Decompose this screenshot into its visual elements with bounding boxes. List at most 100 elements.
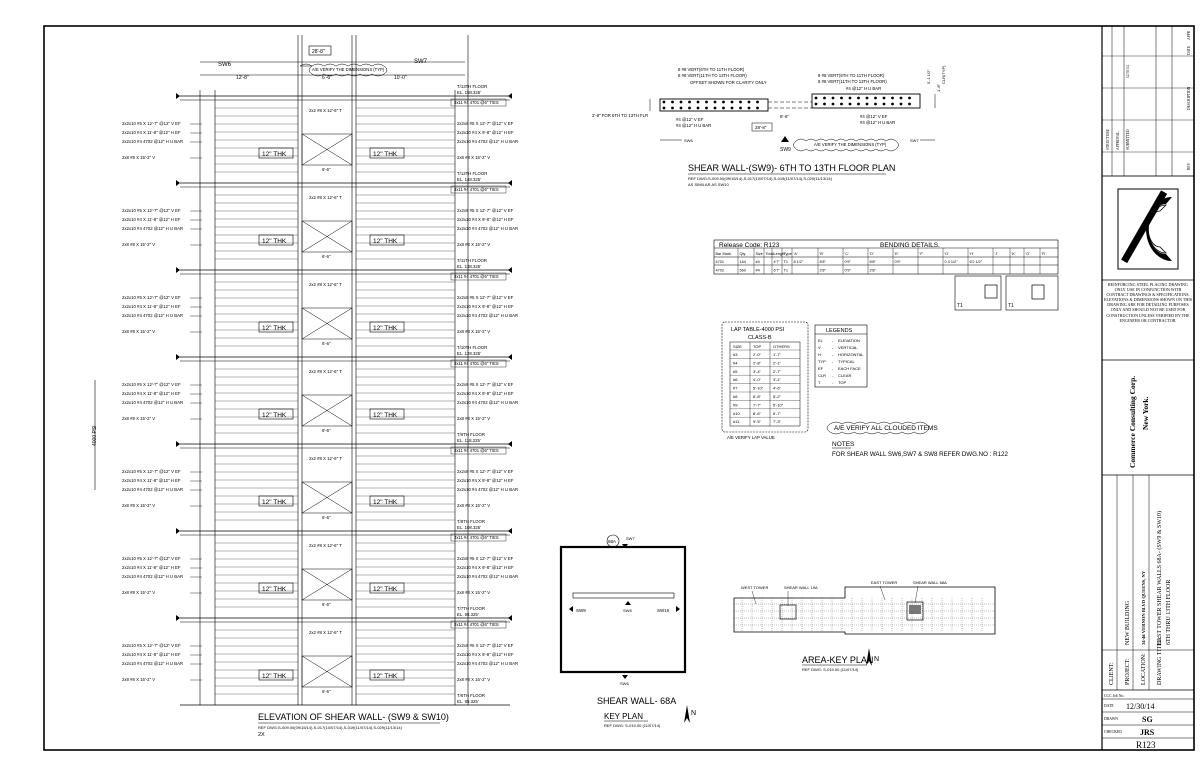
center-bar-note: 2x2 #8 X 12'-6" T <box>309 543 342 548</box>
bending-cell: 0 4 1/2" <box>945 260 959 264</box>
sw7-label: SW7 <box>414 59 428 65</box>
keyplan-title: SHEAR WALL- 68A <box>597 696 676 706</box>
right-rebar-note: 2x2x8 #5 X 12'-7" @12" V EF <box>457 121 514 126</box>
left-rebar-note: 2x2x10 #4 X 11'-8" @12" H EF <box>122 217 181 222</box>
left-rebar-note: 2x2x10 #5 X 12'-7" @12" V EF <box>122 208 181 213</box>
bending-cell: 0'9" <box>845 269 852 273</box>
right-rebar-note: 2x8 #8 X 15'-2" V <box>457 242 490 247</box>
right-rebar-note: 2x2x10 #4 X 9'-8" @12" H EF <box>457 217 514 222</box>
floor-elevation: EL. 128.325' <box>457 351 481 356</box>
bending-header: 'A' <box>794 252 798 256</box>
floor-elevation: EL. 118.325' <box>457 438 481 443</box>
plan-dim-2: 28'-8" <box>755 125 767 130</box>
thickness-label: 12" THK <box>262 412 287 419</box>
lap-cell: #8 <box>733 394 738 399</box>
lap-cell: 7'-7" <box>753 402 762 407</box>
lap-cell: #3 <box>733 352 738 357</box>
right-rebar-note: 2x2x8 #5 X 12'-7" @12" V EF <box>457 643 514 648</box>
lap-cell: #9 <box>733 402 738 407</box>
ties-note: 3x11 #4 4701 @6" TIES <box>454 187 499 192</box>
legend-meaning: CLEAR <box>838 373 851 378</box>
lap-header: TOP <box>753 344 761 349</box>
rev-date: 12/30/14 <box>1126 65 1130 78</box>
left-rebar-note: 2x2x10 #4 X 11'-8" @12" H EF <box>122 391 181 396</box>
left-rebar-note: 2x8 #8 X 15'-2" V <box>122 416 155 421</box>
bending-header: 'G' <box>945 252 950 256</box>
plan-note-right-2: 8 #8 VERT(11TH TO 13TH FLOOR) <box>818 79 887 84</box>
legend-dash: - <box>832 380 834 385</box>
right-rebar-note: 2x2x10 #4 X 9'-8" @12" H EF <box>457 565 514 570</box>
drawing-number: R123 <box>1136 740 1156 750</box>
left-rebar-note: 2x8 #8 X 15'-2" V <box>122 677 155 682</box>
bending-details-table: Release Code: R123 BENDING DETAILS. Bar … <box>713 239 1059 311</box>
thickness-label: 12" THK <box>373 586 398 593</box>
ties-note: 3x11 #4 4701 @6" TIES <box>454 274 499 279</box>
right-rebar-note: 2x2x8 #5 X 12'-7" @12" V EF <box>457 469 514 474</box>
thickness-label: 12" THK <box>262 673 287 680</box>
drawing-title: EAST TOWER SHEAR WALLS 68A- (SW9 & SW10) <box>1156 511 1163 645</box>
company-name: Commerce Consulting Corp. <box>1128 376 1137 468</box>
plan-dim-4: 5'-1 1/2" <box>926 69 931 84</box>
bending-cell: 6'2 1/2" <box>970 260 983 264</box>
right-rebar-note: 2x8 #8 X 15'-2" V <box>457 155 490 160</box>
area-key-plan: WEST TOWER SHEAR WALL 19A EAST TOWER SHE… <box>733 580 996 672</box>
bending-header: 'D' <box>870 252 874 256</box>
rev-description: SUBMITTED <box>1126 129 1130 150</box>
plan-sw7-tag: SW7 <box>910 138 919 143</box>
location-value: 34-46 VERNON BLVD QUEENS, NY <box>1141 570 1146 645</box>
lap-header: SIZE <box>733 344 742 349</box>
plan-title: SHEAR WALL-(SW9)- 6TH TO 13TH FLOOR PLAN <box>688 163 895 173</box>
keyplan-sw8: SW8 <box>623 608 632 613</box>
legend-abbr: EF <box>818 366 824 371</box>
center-bar-note: 2x2 #8 X 12'-6" T <box>309 282 342 287</box>
plan-note-1: 8 #8 VERT(6TH TO 11TH FLOOR) <box>678 67 745 72</box>
bending-header: 'F' <box>920 252 924 256</box>
legend-abbr: H <box>818 352 821 357</box>
lap-cell: #6 <box>733 377 738 382</box>
thickness-label: 12" THK <box>373 412 398 419</box>
floor-bay: 12" THK 12" THK 2x2 #8 X 12'-6" T 2x2x10 #5… <box>122 345 518 434</box>
area-west-tower: WEST TOWER <box>741 585 768 590</box>
right-rebar-note: 2x2x8 #5 X 12'-7" @12" V EF <box>457 208 514 213</box>
bending-cell: 2'8" <box>820 269 827 273</box>
plan-sw9-tag: SW9 <box>780 147 791 153</box>
opening-dim: 6'-6" <box>322 689 331 694</box>
plan-dim-5: CLR(TYP) <box>941 65 946 84</box>
project-name: NEW BUILDING <box>1125 600 1131 645</box>
bending-cell: 0'9" <box>895 260 902 264</box>
left-rebar-note: 2x2x10 #4 4702 @12" H U BAR <box>122 400 183 405</box>
left-rebar-note: 2x2x10 #5 X 12'-7" @12" V EF <box>122 121 181 126</box>
lap-cell: 2'-1" <box>773 360 782 365</box>
lap-cell: #7 <box>733 386 738 391</box>
areakey-ref: REF DWG: S-019.00 (11/07/14) <box>802 667 859 672</box>
bending-header: 'H' <box>970 252 974 256</box>
left-rebar-note: 2x2x10 #5 X 12'-7" @12" V EF <box>122 382 181 387</box>
floor-name: T/12TH FLOOR <box>457 171 487 176</box>
left-rebar-note: 2x2x10 #4 4702 @12" H U BAR <box>122 139 183 144</box>
lap-header: OTHERS <box>773 344 790 349</box>
bending-header: 'R' <box>1042 252 1046 256</box>
bending-cell: 560 <box>740 269 746 273</box>
center-bar-note: 2x2 #8 X 12'-6" T <box>309 369 342 374</box>
dim-left: 12'-8" <box>236 75 249 81</box>
center-bar-note: 2x2 #8 X 12'-6" T <box>309 108 342 113</box>
plan-similar: AS SIMILAR AS SW10 <box>688 182 729 187</box>
ties-note: 3x11 #4 4701 @6" TIES <box>454 448 499 453</box>
shear-wall-elevation: SW6 SW7 12'-8" 6'-6" 10'-0" 28'-8" A/E V… <box>92 35 518 738</box>
right-rebar-note: 2x2x10 #4 4702 @12" H U BAR <box>457 574 518 579</box>
bending-header: 'J' <box>995 252 999 256</box>
thickness-label: 12" THK <box>373 151 398 158</box>
dim-right: 10'-0" <box>394 75 407 81</box>
legend-dash: - <box>832 345 834 350</box>
center-bar-note: 2x2 #8 X 12'-6" T <box>309 456 342 461</box>
bending-cell: T1 <box>784 260 788 264</box>
floor-elevation: EL. 148.325' <box>457 177 481 182</box>
left-rebar-note: 2x8 #8 X 15'-2" V <box>122 242 155 247</box>
legend-abbr: TYP <box>818 359 826 364</box>
keyplan-sw10: SW10 <box>657 608 670 613</box>
lap-cell: 2'-7" <box>773 369 782 374</box>
legend-dash: - <box>832 373 834 378</box>
right-rebar-note: 2x2x10 #4 4702 @12" H U BAR <box>457 226 518 231</box>
right-rebar-note: 2x2x10 #4 4702 @12" H U BAR <box>457 313 518 318</box>
